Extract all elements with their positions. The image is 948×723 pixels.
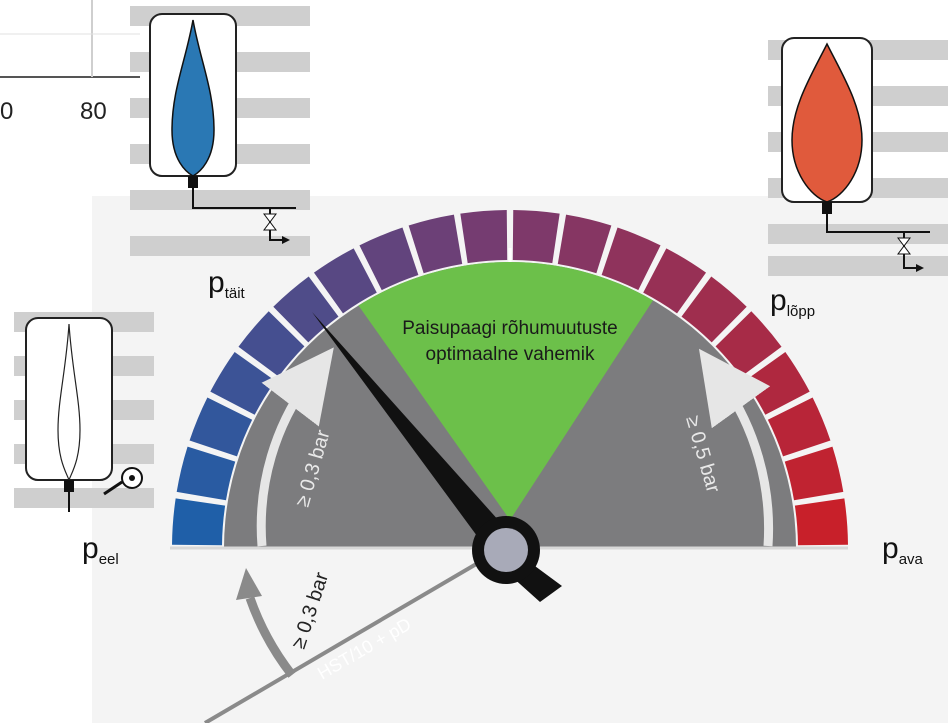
gauge-segment: [210, 351, 276, 415]
tank-full: [768, 37, 948, 276]
label-p-tait-sub: täit: [224, 285, 245, 302]
label-p-eel-sub: eel: [98, 551, 119, 568]
inner-right-arrow: [698, 348, 774, 547]
gauge-needle: [312, 312, 500, 540]
tank-filled: [130, 6, 310, 256]
label-p-tait-main: p: [208, 266, 225, 299]
gauge-segment: [681, 276, 747, 343]
gauge-segment: [512, 210, 560, 264]
gauge-segment: [643, 248, 707, 314]
label-p-tait: ptäit: [208, 268, 245, 309]
gauge-segment: [273, 276, 339, 343]
label-p-ava-sub: ava: [898, 551, 923, 568]
gauge-segment: [172, 498, 226, 546]
tank-empty: [14, 312, 154, 512]
inner-left-arrow: [256, 347, 334, 547]
gauge: [170, 210, 848, 723]
label-p-lopp: plõpp: [770, 286, 815, 327]
label-p-lopp-main: p: [770, 284, 787, 317]
chart-fragment: [0, 0, 140, 78]
gauge-segment: [767, 397, 831, 457]
axis-tick-left: 0: [0, 98, 14, 125]
optimal-range-line1: Paisupaagi rõhumuutuste: [402, 318, 618, 339]
gauge-segment: [189, 397, 253, 457]
label-p-lopp-sub: lõpp: [786, 303, 816, 320]
outer-left-arrow: [245, 596, 296, 678]
gauge-segment: [794, 498, 848, 546]
label-p-ava-main: p: [882, 532, 899, 565]
optimal-range-label: Paisupaagi rõhumuutuste optimaalne vahem…: [340, 316, 680, 368]
gauge-segment: [784, 446, 844, 501]
gauge-segment: [557, 214, 612, 274]
gauge-segment: [601, 227, 661, 291]
optimal-range-line2: optimaalne vahemik: [425, 344, 595, 365]
formula-line: [203, 561, 480, 723]
optimal-range-zone: [358, 262, 653, 520]
gauge-segment: [408, 214, 463, 274]
gauge-segment: [460, 210, 508, 264]
needle-hub-inner: [484, 528, 528, 572]
gauge-segment: [359, 227, 419, 291]
label-p-ava: pava: [882, 534, 923, 575]
gauge-segment: [176, 446, 236, 501]
label-p-eel: peel: [82, 534, 119, 575]
gauge-segment: [313, 248, 377, 314]
outer-left-arrowhead: [236, 568, 262, 600]
label-p-eel-main: p: [82, 532, 99, 565]
axis-tick-right: 80: [80, 98, 107, 125]
